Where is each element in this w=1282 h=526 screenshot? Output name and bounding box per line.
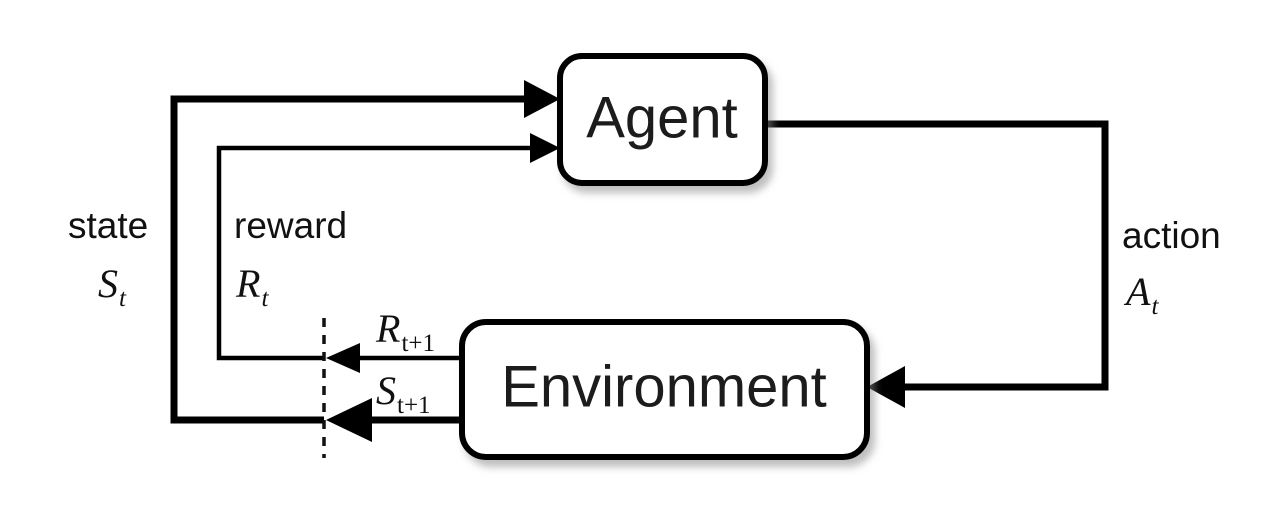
label-action: action At bbox=[1122, 215, 1221, 320]
state-path-line bbox=[170, 95, 524, 424]
action-symbol-base: A bbox=[1123, 269, 1151, 314]
label-reward: reward Rt bbox=[234, 205, 347, 312]
reward-path-line bbox=[216, 145, 530, 361]
reward-word-label: reward bbox=[234, 205, 347, 246]
state-symbol-subscript: t bbox=[119, 285, 127, 312]
reward-symbol-subscript: t bbox=[261, 285, 269, 312]
node-environment[interactable]: Environment bbox=[459, 319, 870, 460]
action-word-label: action bbox=[1122, 215, 1221, 256]
action-symbol-subscript: t bbox=[1151, 293, 1159, 320]
label-next-state: St+1 bbox=[376, 368, 431, 419]
reward-arrowhead-icon bbox=[530, 133, 560, 163]
node-agent[interactable]: Agent bbox=[557, 53, 768, 186]
agent-box[interactable] bbox=[557, 53, 768, 186]
environment-box[interactable] bbox=[459, 319, 870, 460]
next-reward-arrowhead-icon bbox=[326, 343, 360, 373]
label-state: state St bbox=[68, 205, 148, 312]
edge-action-to-environment bbox=[765, 120, 1109, 408]
reward-symbol-base: R bbox=[235, 261, 260, 306]
next-reward-symbol-base: R bbox=[375, 306, 400, 351]
edge-reward-to-agent bbox=[216, 133, 560, 361]
state-symbol-base: S bbox=[98, 261, 118, 306]
label-next-reward: Rt+1 bbox=[375, 306, 435, 357]
next-reward-symbol-subscript: t+1 bbox=[401, 330, 435, 357]
next-state-symbol-subscript: t+1 bbox=[397, 392, 431, 419]
state-symbol-label: St bbox=[98, 261, 127, 312]
next-state-symbol-label: St+1 bbox=[376, 368, 431, 419]
reward-symbol-label: Rt bbox=[235, 261, 269, 312]
next-reward-symbol-label: Rt+1 bbox=[375, 306, 435, 357]
next-state-symbol-base: S bbox=[376, 368, 396, 413]
action-arrowhead-icon bbox=[867, 366, 905, 408]
edge-state-to-agent bbox=[170, 80, 560, 424]
action-symbol-label: At bbox=[1123, 269, 1159, 320]
edge-next-state bbox=[326, 398, 462, 442]
state-word-label: state bbox=[68, 205, 148, 246]
edge-next-reward bbox=[326, 343, 462, 373]
next-state-arrowhead-icon bbox=[326, 398, 372, 442]
agent-label: Agent bbox=[586, 85, 738, 150]
environment-label: Environment bbox=[501, 354, 827, 419]
action-path-line bbox=[765, 120, 1109, 391]
state-arrowhead-icon bbox=[524, 80, 560, 118]
